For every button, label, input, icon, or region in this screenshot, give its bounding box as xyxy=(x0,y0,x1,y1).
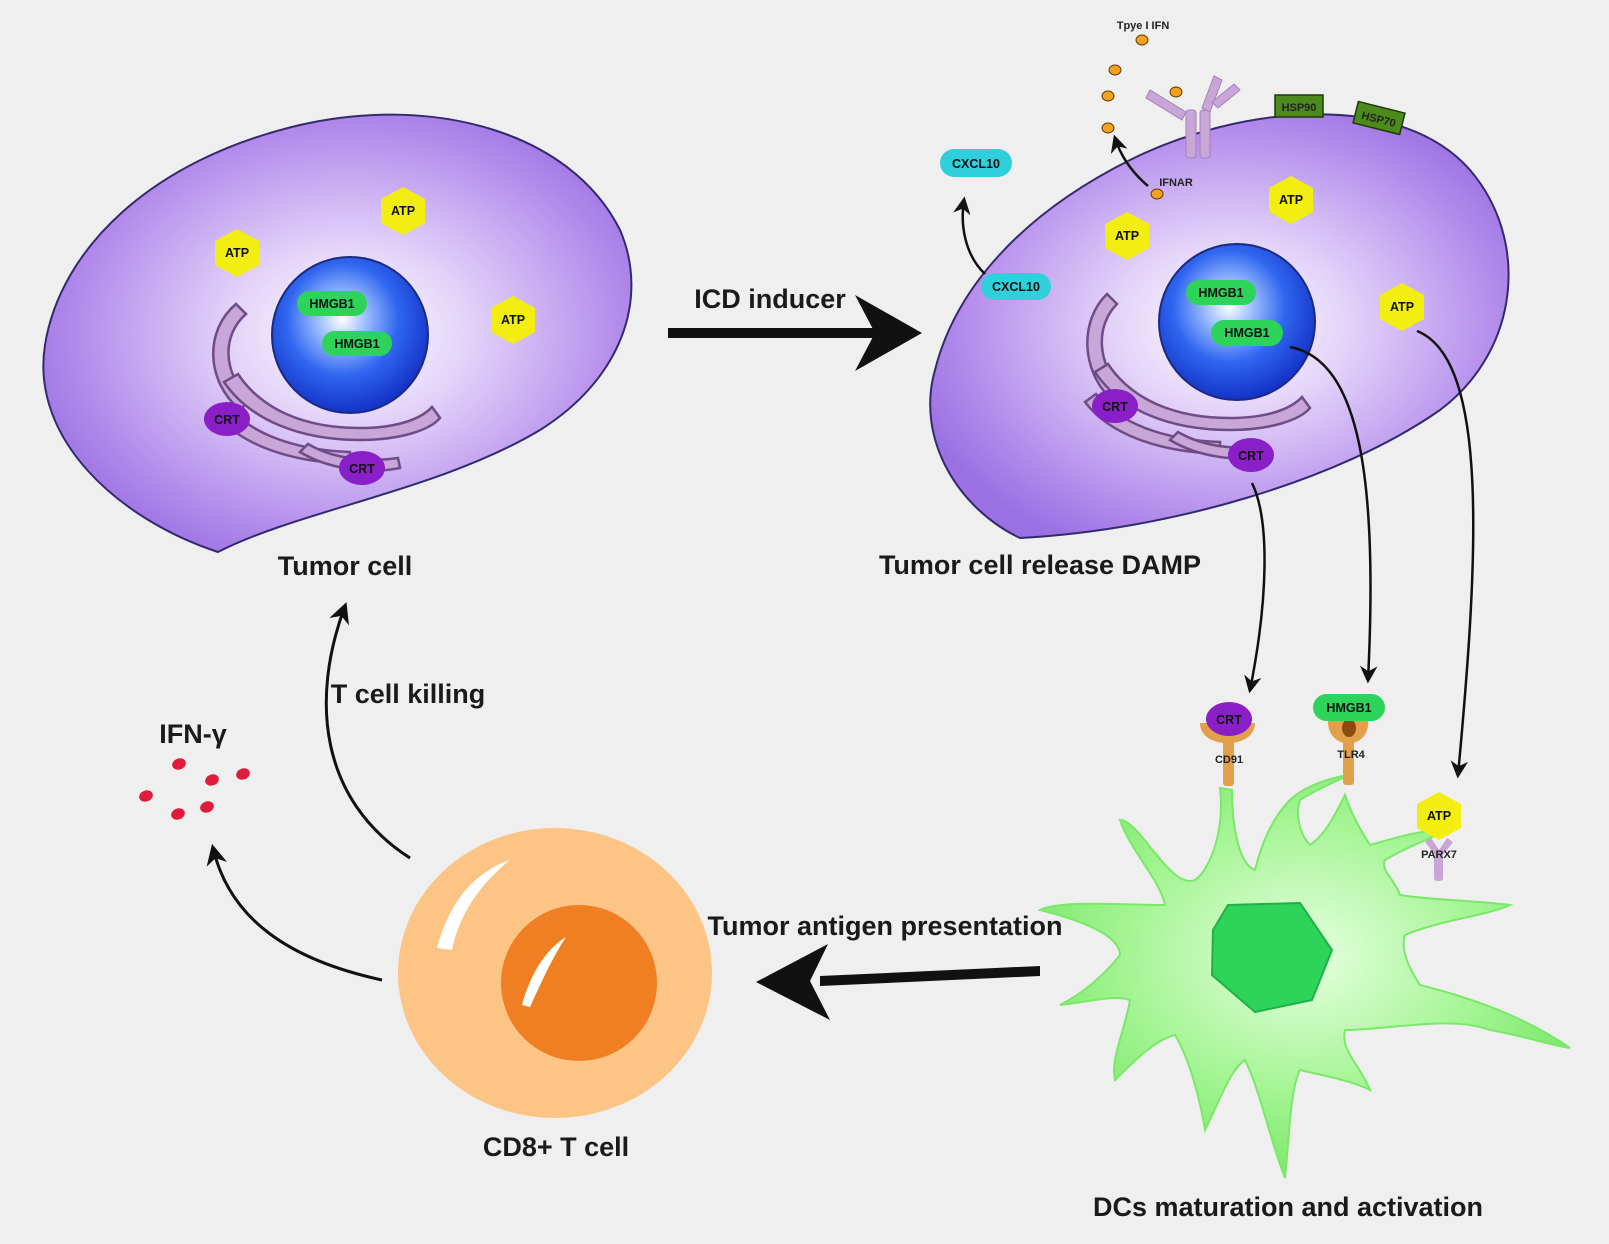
damp-arrows xyxy=(1244,329,1475,779)
svg-text:CRT: CRT xyxy=(1238,449,1264,463)
crt-right-2: CRT xyxy=(1228,438,1274,472)
svg-text:CRT: CRT xyxy=(349,462,375,476)
dendritic-cell xyxy=(1037,774,1571,1179)
svg-text:ATP: ATP xyxy=(1390,300,1414,314)
type1-ifn-molecules xyxy=(1101,34,1183,200)
ifn-gamma-label: IFN-γ xyxy=(159,719,227,749)
atp-right-1: ATP xyxy=(1105,212,1149,260)
ifnar-receptor xyxy=(1145,75,1241,159)
cxcl10-inside: CXCL10 xyxy=(981,273,1051,300)
atp-left-2: ATP xyxy=(381,187,425,235)
tcell-highlight-outer xyxy=(437,860,510,950)
tcell-highlight-inner xyxy=(522,937,566,1007)
svg-text:ATP: ATP xyxy=(501,313,525,327)
antigen-presentation-arrow: Tumor antigen presentation xyxy=(707,911,1063,1020)
cd8-caption: CD8+ T cell xyxy=(483,1132,629,1162)
svg-text:PARX7: PARX7 xyxy=(1421,849,1457,861)
svg-text:CRT: CRT xyxy=(1102,400,1128,414)
svg-text:TLR4: TLR4 xyxy=(1337,749,1365,761)
svg-text:ATP: ATP xyxy=(391,204,415,218)
dendritic-cell-nucleus xyxy=(1210,901,1334,1014)
atp-right-3: ATP xyxy=(1380,283,1424,331)
atp-left-1: ATP xyxy=(215,229,259,277)
hsp90: HSP90 xyxy=(1274,94,1324,118)
crt-right-1: CRT xyxy=(1092,389,1138,423)
tlr4-receptor: HMGB1 TLR4 xyxy=(1313,694,1385,785)
hmgb1-right-1: HMGB1 xyxy=(1186,280,1256,305)
cxcl10-released: CXCL10 xyxy=(940,149,1012,177)
t-cell-killing-arrow xyxy=(324,602,411,860)
svg-text:ATP: ATP xyxy=(1427,809,1451,823)
ifn-release-arrow xyxy=(1110,134,1149,187)
ifn-gamma-arrow xyxy=(206,843,383,982)
hmgb1-right-2: HMGB1 xyxy=(1211,320,1283,346)
cd91-receptor: CRT CD91 xyxy=(1200,702,1255,786)
icd-inducer-arrow: ICD inducer xyxy=(668,284,922,371)
crt-left-2: CRT xyxy=(339,451,385,485)
svg-text:CRT: CRT xyxy=(1216,713,1242,727)
svg-text:HMGB1: HMGB1 xyxy=(1198,286,1243,300)
svg-text:ATP: ATP xyxy=(1279,193,1303,207)
antigen-presentation-label: Tumor antigen presentation xyxy=(707,911,1062,941)
hmgb1-left-1: HMGB1 xyxy=(297,291,367,316)
t-cell-killing-label: T cell killing xyxy=(331,679,486,709)
svg-text:CXCL10: CXCL10 xyxy=(992,280,1040,294)
hsp70: HSP70 xyxy=(1352,100,1406,136)
atp-right-2: ATP xyxy=(1269,176,1313,224)
svg-text:HMGB1: HMGB1 xyxy=(334,337,379,351)
ifnar-label: IFNAR xyxy=(1159,177,1193,189)
cxcl10-arrow xyxy=(953,196,986,275)
svg-text:HMGB1: HMGB1 xyxy=(1326,701,1371,715)
svg-text:HSP90: HSP90 xyxy=(1282,102,1317,114)
svg-text:HMGB1: HMGB1 xyxy=(1224,326,1269,340)
svg-text:CXCL10: CXCL10 xyxy=(952,157,1000,171)
tumor-cell-left: HMGB1 HMGB1 ATP ATP ATP CRT CRT Tumor ce… xyxy=(42,113,633,581)
atp-left-3: ATP xyxy=(491,296,535,344)
ifn-gamma-dots xyxy=(139,758,250,820)
svg-text:HMGB1: HMGB1 xyxy=(309,297,354,311)
tumor-cell-right: HMGB1 HMGB1 ATP ATP ATP CRT CRT xyxy=(879,20,1510,580)
cd8-t-cell: CD8+ T cell xyxy=(398,828,712,1162)
crt-left-1: CRT xyxy=(204,402,250,436)
type1-ifn-label: Tpye I IFN xyxy=(1117,20,1170,32)
tcell-nucleus xyxy=(501,905,657,1061)
svg-text:ATP: ATP xyxy=(1115,229,1139,243)
svg-text:CRT: CRT xyxy=(214,413,240,427)
icd-inducer-label: ICD inducer xyxy=(694,284,846,314)
svg-text:ATP: ATP xyxy=(225,246,249,260)
svg-text:CD91: CD91 xyxy=(1215,754,1243,766)
tumor-release-caption: Tumor cell release DAMP xyxy=(879,550,1201,580)
dc-caption: DCs maturation and activation xyxy=(1093,1192,1483,1222)
tumor-cell-caption: Tumor cell xyxy=(278,551,413,581)
hmgb1-left-2: HMGB1 xyxy=(322,331,392,356)
parx7-receptor: ATP PARX7 xyxy=(1417,792,1461,881)
